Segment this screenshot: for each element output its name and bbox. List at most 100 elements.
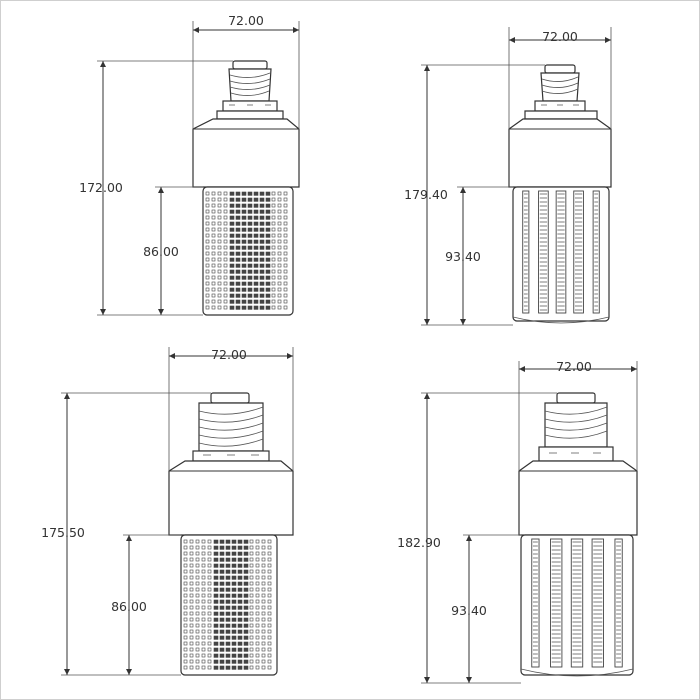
led-chip <box>195 629 200 634</box>
led-strip <box>573 190 584 314</box>
led-chip <box>255 653 260 658</box>
led-chip <box>223 287 228 292</box>
led-chip <box>249 617 254 622</box>
led-chip <box>253 257 259 262</box>
led-chip <box>265 221 271 226</box>
led-chip <box>213 551 219 556</box>
led-chip <box>205 299 210 304</box>
led-strip <box>522 190 530 314</box>
led-chip <box>237 557 243 562</box>
led-chip <box>205 263 210 268</box>
led-chip <box>201 557 206 562</box>
led-chip <box>249 665 254 670</box>
housing <box>518 460 638 536</box>
led-chip <box>207 599 212 604</box>
led-chip <box>229 257 235 262</box>
led-chip <box>267 575 272 580</box>
led-chip <box>219 629 225 634</box>
led-chip <box>235 293 241 298</box>
led-chip <box>225 587 231 592</box>
led-chip <box>249 611 254 616</box>
led-chip <box>225 551 231 556</box>
led-chip <box>189 539 194 544</box>
led-chip <box>225 665 231 670</box>
led-chip <box>247 293 253 298</box>
led-chip <box>261 647 266 652</box>
led-chip <box>205 281 210 286</box>
led-chip <box>283 293 288 298</box>
led-chip <box>283 203 288 208</box>
led-chip <box>235 263 241 268</box>
led-chip <box>259 197 265 202</box>
led-chip <box>237 575 243 580</box>
led-chip <box>231 593 237 598</box>
led-chip <box>271 215 276 220</box>
led-chip <box>183 653 188 658</box>
led-chip <box>205 305 210 310</box>
dimension-total-height: 182.90 <box>397 392 557 684</box>
light-height-label: 86.00 <box>143 244 179 259</box>
led-chip <box>267 659 272 664</box>
led-chip <box>283 299 288 304</box>
led-chip <box>231 581 237 586</box>
led-chip <box>283 239 288 244</box>
led-chip <box>207 659 212 664</box>
led-chip <box>219 623 225 628</box>
led-chip <box>183 539 188 544</box>
led-chip <box>211 197 216 202</box>
led-chip <box>183 617 188 622</box>
led-chip <box>247 299 253 304</box>
led-chip <box>211 281 216 286</box>
led-chip <box>265 275 271 280</box>
led-chip <box>247 245 253 250</box>
led-chip <box>217 245 222 250</box>
led-chip <box>249 551 254 556</box>
led-chip <box>207 581 212 586</box>
led-chip <box>207 641 212 646</box>
led-chip <box>211 263 216 268</box>
led-chip <box>243 557 249 562</box>
led-chip <box>225 575 231 580</box>
led-chip <box>255 575 260 580</box>
led-chip <box>237 545 243 550</box>
screw-base-e27 <box>524 64 598 120</box>
led-chip <box>253 251 259 256</box>
led-chip <box>211 233 216 238</box>
led-chip <box>223 197 228 202</box>
led-chip <box>183 599 188 604</box>
led-chip <box>217 299 222 304</box>
led-chip <box>259 191 265 196</box>
led-strip-array <box>531 538 623 668</box>
led-chip <box>249 545 254 550</box>
led-chip <box>229 191 235 196</box>
led-chip <box>249 599 254 604</box>
led-chip <box>261 593 266 598</box>
led-chip <box>223 281 228 286</box>
led-chip <box>259 263 265 268</box>
lamp-bottom-right: 72.00 182.90 93.40 <box>397 359 638 684</box>
light-height-label: 93.40 <box>451 603 487 618</box>
led-chip <box>207 629 212 634</box>
led-chip <box>211 287 216 292</box>
led-chip <box>229 209 235 214</box>
led-chip <box>237 593 243 598</box>
led-chip <box>195 551 200 556</box>
led-chip <box>189 575 194 580</box>
led-chip <box>231 635 237 640</box>
led-chip <box>283 281 288 286</box>
led-strip <box>592 190 600 314</box>
led-chip <box>217 269 222 274</box>
total-height-label: 182.90 <box>397 535 441 550</box>
led-chip <box>201 563 206 568</box>
dimension-total-height: 175.50 <box>41 392 211 676</box>
led-chip <box>189 587 194 592</box>
led-chip <box>235 257 241 262</box>
led-chip <box>255 545 260 550</box>
led-chip <box>259 305 265 310</box>
led-chip <box>271 305 276 310</box>
led-chip <box>211 257 216 262</box>
led-chip <box>261 617 266 622</box>
led-chip <box>253 287 259 292</box>
led-chip <box>201 665 206 670</box>
led-chip <box>271 191 276 196</box>
